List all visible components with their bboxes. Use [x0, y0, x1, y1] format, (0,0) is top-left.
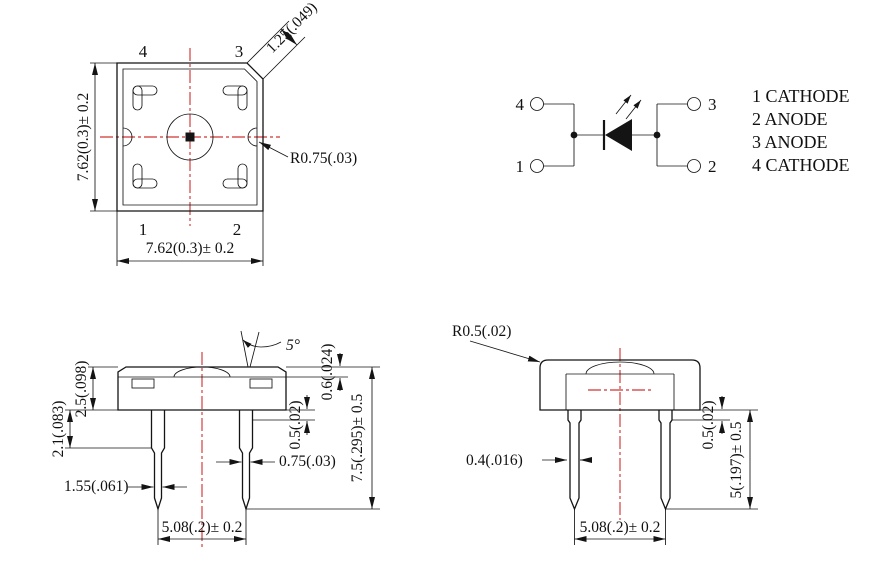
- schematic-pin-3: 3: [708, 95, 717, 114]
- lead-tip-width-label: 1.55(.061): [64, 478, 129, 495]
- corner-pads: [132, 85, 248, 189]
- top-step-dimension: [286, 353, 380, 391]
- side-view: R0.5(.02) 0.4(.016) 0.5(.02) 5(.197)± 0.…: [452, 323, 758, 545]
- chamfer-dim-label: 1.25(.049): [263, 0, 321, 57]
- lead-length-label: 5(.197)± 0.5: [728, 421, 745, 498]
- front-view: 5° 2.5(.098) 2.1(.083) 1.55(.061) 0.5(.0…: [50, 330, 380, 548]
- legend-anode-2: 2 ANODE: [752, 109, 828, 129]
- pin-label-1: 1: [139, 220, 148, 239]
- corner-radius-leader: [469, 340, 541, 363]
- front-standoff-label: 0.5(.02): [287, 400, 304, 449]
- legend-anode-3: 3 ANODE: [752, 132, 828, 152]
- body-height-dimension: [65, 366, 118, 411]
- overall-height-dimension: [246, 367, 380, 510]
- shoulder-label: 2.1(.083): [50, 401, 67, 458]
- height-dimension: [90, 62, 117, 212]
- package-inner-outline: [122, 68, 258, 206]
- top-step-label: 0.6(.024): [319, 344, 336, 401]
- width-dimension: [116, 211, 264, 266]
- draft-angle-dimension: [240, 330, 282, 368]
- pin-label-2: 2: [233, 220, 242, 239]
- pin-legend: 1 CATHODE 2 ANODE 3 ANODE 4 CATHODE: [752, 86, 850, 175]
- lens-circle: [166, 113, 214, 161]
- front-pitch-label: 5.08(.2)± 0.2: [162, 519, 243, 536]
- side-body-outline: [539, 359, 701, 411]
- draft-angle-label: 5°: [286, 337, 300, 354]
- side-pitch-label: 5.08(.2)± 0.2: [580, 519, 661, 536]
- terminal-2: [687, 159, 701, 173]
- terminal-3: [687, 97, 701, 111]
- lead-length-dimension: [665, 410, 758, 510]
- top-view: 1.25(.049) R0.75(.03) 7.62(0.3)± 0.2 7.6…: [75, 0, 357, 266]
- front-pitch-dimension: [157, 509, 247, 545]
- height-dim-label: 7.62(0.3)± 0.2: [75, 93, 92, 182]
- side-standoff-label: 0.5(.02): [700, 400, 717, 449]
- notch-radius-label: R0.75(.03): [290, 150, 357, 167]
- overall-height-label: 7.5(.295)± 0.5: [349, 393, 366, 482]
- side-body-inner: [565, 361, 675, 410]
- schematic-pin-4: 4: [516, 95, 525, 114]
- junction-dot-left: [570, 131, 578, 139]
- corner-radius-label: R0.5(.02): [452, 323, 511, 340]
- pin-terminals: [530, 97, 701, 173]
- led-symbol: [602, 94, 642, 151]
- lead-thickness-label: 0.4(.016): [466, 452, 523, 469]
- legend-cathode-4: 4 CATHODE: [752, 155, 850, 175]
- schematic-pin-1: 1: [516, 157, 525, 176]
- notch-leader: [258, 141, 289, 158]
- legend-cathode-1: 1 CATHODE: [752, 86, 850, 106]
- junction-dot-right: [653, 131, 661, 139]
- shoulder-dimension: [65, 410, 152, 449]
- side-centerlines: [588, 348, 652, 520]
- schematic-pin-2: 2: [708, 157, 717, 176]
- terminal-1: [530, 159, 544, 173]
- schematic: 4 1 3 2 1 CATHODE 2 ANODE 3 ANODE 4 CATH…: [516, 86, 850, 176]
- side-pitch-dimension: [574, 509, 666, 545]
- lead-width-label: 0.75(.03): [279, 453, 336, 470]
- die-square: [185, 132, 195, 142]
- front-dome: [173, 366, 231, 378]
- width-dim-label: 7.62(0.3)± 0.2: [146, 240, 235, 257]
- body-height-label: 2.5(.098): [73, 361, 90, 418]
- pin-label-3: 3: [235, 42, 244, 61]
- front-standoff-dimension: [252, 395, 315, 435]
- chamfer-dimension: [246, 20, 306, 80]
- side-notches: [122, 127, 258, 147]
- pin-label-4: 4: [139, 42, 148, 61]
- terminal-4: [530, 97, 544, 111]
